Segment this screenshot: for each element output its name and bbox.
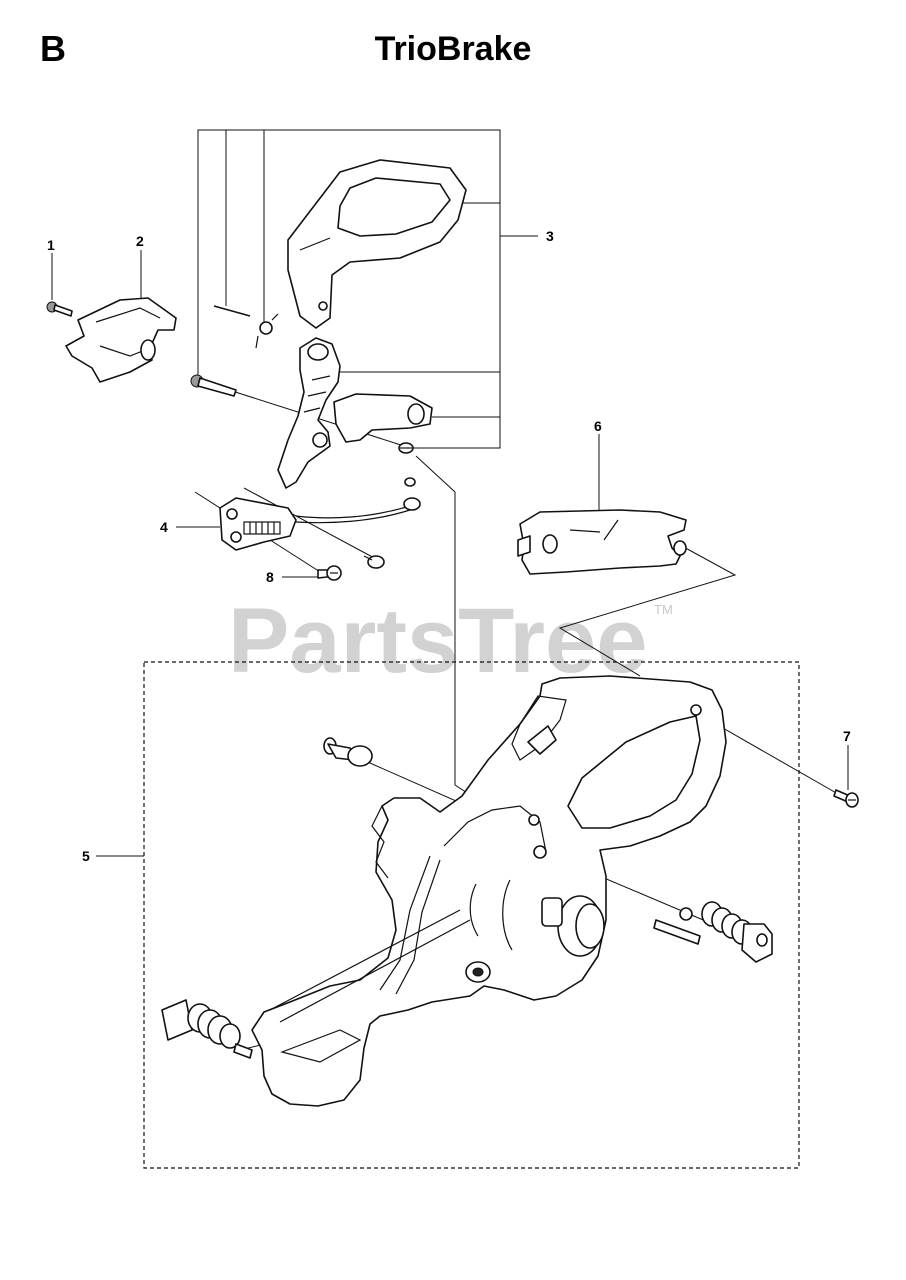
- page-title: TrioBrake: [374, 30, 532, 68]
- part-3-handle-guard: [287, 159, 467, 329]
- callout-4: 4: [160, 519, 168, 535]
- callout-3: 3: [546, 228, 554, 244]
- callout-1: 1: [47, 237, 55, 253]
- callout-5: 5: [82, 848, 90, 864]
- part-4-screw: [363, 555, 385, 569]
- callout-8: 8: [266, 569, 274, 585]
- part-4-brake-band: [219, 477, 421, 551]
- part-8-screw: [317, 565, 342, 581]
- part-5-damper-upper: [323, 737, 373, 767]
- part-3-spring: [255, 313, 279, 349]
- part-3-guard-piece: [333, 393, 433, 443]
- part-5-damper-right: [653, 901, 773, 963]
- part-5-damper-lower: [161, 999, 253, 1059]
- part-2-clip: [65, 297, 177, 383]
- callout-7: 7: [843, 728, 851, 744]
- part-3-pin: [213, 305, 251, 317]
- part-3-brake-lever: [277, 337, 341, 489]
- part-7-screw: [833, 789, 859, 808]
- section-letter: B: [40, 28, 66, 69]
- assembly-box-5: [143, 661, 800, 1169]
- callout-6: 6: [594, 418, 602, 434]
- part-3-long-screw: [190, 374, 237, 397]
- watermark-text: PartsTree: [228, 590, 647, 692]
- part-6-handle-cover: [517, 509, 687, 575]
- part-3-screw: [398, 442, 414, 454]
- bracket-3: [197, 129, 538, 449]
- watermark-trademark: TM: [654, 602, 673, 617]
- part-1-screw: [46, 301, 73, 317]
- callout-2: 2: [136, 233, 144, 249]
- part-5-rear-handle: [251, 675, 727, 1107]
